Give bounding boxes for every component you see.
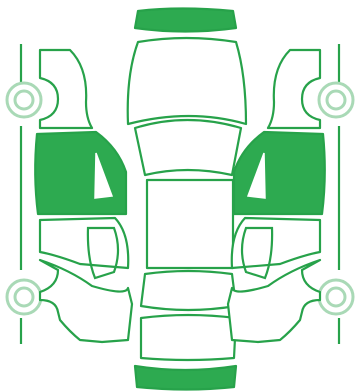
right-front-fender[interactable]	[268, 50, 320, 128]
right-rear-door[interactable]	[232, 218, 320, 268]
right-rear-wheel	[319, 280, 353, 314]
left-rear-quarter[interactable]	[40, 260, 132, 342]
rear-window[interactable]	[141, 271, 236, 310]
left-rear-door[interactable]	[40, 218, 128, 268]
hood[interactable]	[128, 38, 246, 124]
right-side-mirror-group	[228, 44, 353, 344]
roof[interactable]	[147, 180, 233, 268]
left-front-fender[interactable]	[40, 50, 92, 128]
windshield[interactable]	[135, 120, 241, 175]
right-front-wheel	[319, 83, 353, 117]
left-rear-wheel	[7, 280, 41, 314]
trunk[interactable]	[141, 315, 236, 360]
right-rear-quarter[interactable]	[228, 260, 320, 342]
left-front-door[interactable]	[35, 132, 126, 214]
left-front-wheel	[7, 83, 41, 117]
rear-bumper[interactable]	[135, 366, 236, 390]
right-front-door[interactable]	[234, 132, 325, 214]
front-bumper[interactable]	[135, 9, 236, 32]
